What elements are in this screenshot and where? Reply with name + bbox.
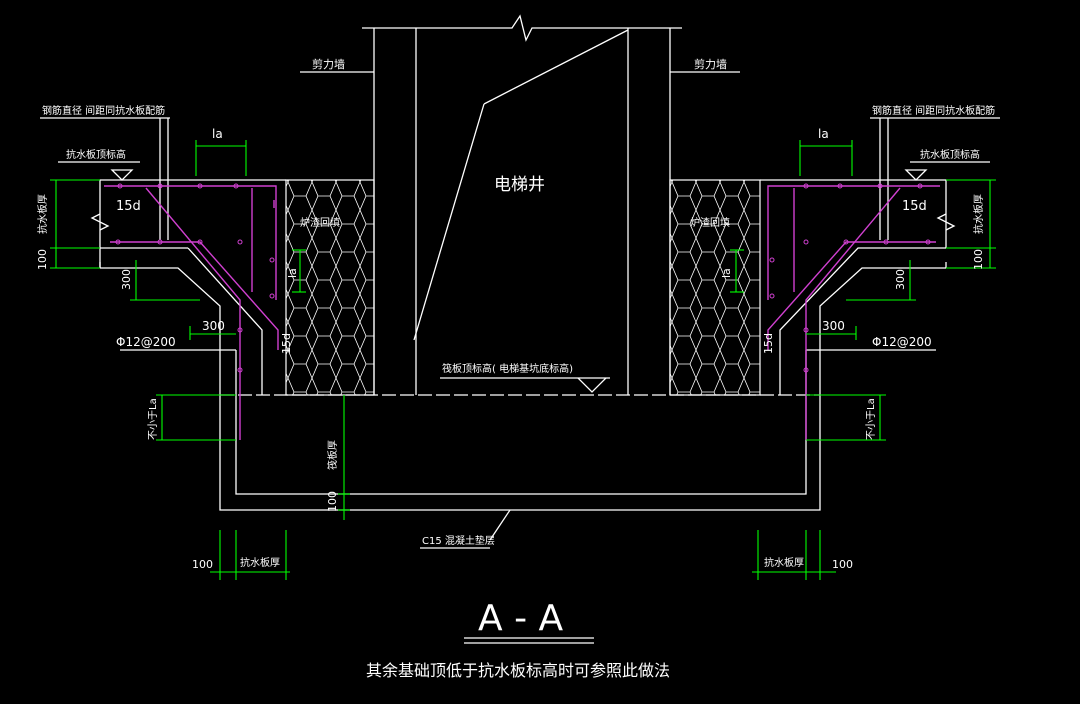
la-top-left: la (212, 127, 223, 141)
section-title: A - A (478, 598, 564, 639)
la-top-right: la (818, 127, 829, 141)
bottom-100-right: 100 (832, 558, 853, 571)
bottom-100-left: 100 (192, 558, 213, 571)
slag-label-left: 炉渣回填 (300, 216, 340, 229)
slag-fill-left (286, 180, 374, 395)
dim100-left: 100 (36, 249, 49, 270)
rebar (104, 185, 940, 440)
d15-top-right: 15d (902, 199, 927, 214)
rebar-dots (115, 183, 931, 373)
raft-thk-label: 筏板厚 (326, 440, 339, 470)
dim300-h-left: 300 (202, 319, 225, 333)
dimension-lines (50, 140, 996, 580)
slab-thk-right: 抗水板厚 (972, 194, 985, 234)
slag-label-right: 炉渣回填 (690, 216, 730, 229)
rebar-note-right: 钢筋直径 间距同抗水板配筋 (872, 104, 995, 117)
footnote: 其余基础顶低于抗水板标高时可参照此做法 (366, 661, 670, 680)
slab-thk-left: 抗水板厚 (36, 194, 49, 234)
cushion-label: C15 混凝土垫层 (422, 534, 495, 547)
rebar-note-left: 钢筋直径 间距同抗水板配筋 (42, 104, 165, 117)
bottom-thk-right: 抗水板厚 (764, 556, 804, 569)
raft-top-label: 筏板顶标高( 电梯基坑底标高) (442, 362, 573, 375)
la-mid-right: la (720, 268, 733, 278)
d15-mid-right: 15d (762, 333, 775, 354)
not-less-la-right: 不小于La (865, 398, 877, 440)
dim300-v-left: 300 (120, 269, 133, 290)
bottom-thk-left: 抗水板厚 (240, 556, 280, 569)
dim100-bottom: 100 (326, 491, 339, 512)
dim300-h-right: 300 (822, 319, 845, 333)
slab-top-label-right: 抗水板顶标高 (920, 148, 980, 161)
slab-top-label-left: 抗水板顶标高 (66, 148, 126, 161)
d15-top-left: 15d (116, 199, 141, 214)
dim300-v-right: 300 (894, 269, 907, 290)
phi-label-left: Φ12@200 (116, 335, 176, 349)
phi-label-right: Φ12@200 (872, 335, 932, 349)
slag-fill-right (670, 180, 760, 395)
d15-mid-left: 15d (280, 333, 293, 354)
shear-wall-label-left: 剪力墙 (312, 57, 345, 71)
la-mid-left: la (286, 268, 299, 278)
elevator-well-label: 电梯井 (494, 175, 545, 195)
dim100-right: 100 (972, 249, 985, 270)
shear-wall-label-right: 剪力墙 (694, 57, 727, 71)
not-less-la-left: 不小于La (147, 398, 159, 440)
